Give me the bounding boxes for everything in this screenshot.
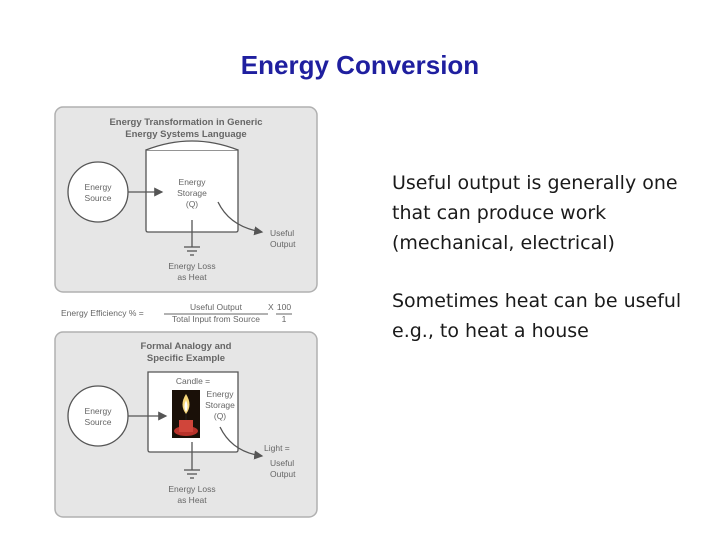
loss2-label-2: as Heat — [177, 495, 207, 505]
output2-label-3: Output — [270, 469, 296, 479]
heat-sink-ground-icon — [184, 246, 200, 256]
storage-label-1: Energy — [179, 177, 207, 187]
top-panel-title-1: Energy Transformation in Generic — [109, 117, 262, 128]
energy-source-circle-2 — [67, 385, 129, 447]
bottom-panel-title-1: Formal Analogy and — [141, 341, 232, 352]
candle-to-light-arrow — [219, 426, 264, 460]
bullet-useful-output: Useful output is generally one that can … — [392, 172, 678, 254]
bottom-panel-title-2: Specific Example — [147, 353, 225, 364]
slide-title: Energy Conversion — [240, 50, 480, 80]
bottom-panel: Formal Analogy and Specific Example Ener… — [54, 331, 318, 518]
efficiency-formula: Energy Efficiency % = Useful Output Tota… — [61, 302, 292, 324]
storage-to-output-arrow — [217, 201, 264, 236]
loss-label-2: as Heat — [177, 272, 207, 282]
efficiency-label: Energy Efficiency % = — [61, 308, 144, 318]
source-label-2: Source — [85, 193, 112, 203]
candle-icon — [172, 390, 200, 438]
top-panel: Energy Transformation in Generic Energy … — [54, 106, 318, 293]
efficiency-numerator: Useful Output — [190, 302, 243, 312]
bullet-list: Useful output is generally one that can … — [392, 168, 692, 374]
storage2-label-4: (Q) — [214, 411, 226, 421]
top-panel-title-2: Energy Systems Language — [125, 129, 246, 140]
energy-storage-tank — [145, 149, 239, 233]
output2-label-1: Light = — [264, 443, 290, 453]
source2-label-2: Source — [85, 417, 112, 427]
storage-label-2: Storage — [177, 188, 207, 198]
storage-tank-top — [145, 140, 239, 151]
efficiency-factor-num: 100 — [277, 302, 291, 312]
storage-label-3: (Q) — [186, 199, 198, 209]
storage2-label-2: Energy — [207, 389, 235, 399]
energy-diagram: Energy Transformation in Generic Energy … — [50, 102, 330, 522]
energy-diagram-svg: Energy Transformation in Generic Energy … — [54, 106, 318, 518]
storage2-label-1: Candle = — [176, 376, 210, 386]
output-label-1: Useful — [270, 228, 294, 238]
bullet-heat-useful: Sometimes heat can be useful e.g., to he… — [392, 290, 682, 342]
energy-source-circle — [67, 161, 129, 223]
efficiency-factor-den: 1 — [282, 314, 287, 324]
source-label-1: Energy — [85, 182, 113, 192]
loss2-label-1: Energy Loss — [168, 484, 215, 494]
loss-label-1: Energy Loss — [168, 261, 215, 271]
source2-label-1: Energy — [85, 406, 113, 416]
efficiency-denominator: Total Input from Source — [172, 314, 260, 324]
efficiency-times: X — [268, 302, 274, 312]
storage2-label-3: Storage — [205, 400, 235, 410]
output2-label-2: Useful — [270, 458, 294, 468]
output-label-2: Output — [270, 239, 296, 249]
heat-sink-ground-icon-2 — [184, 469, 200, 479]
